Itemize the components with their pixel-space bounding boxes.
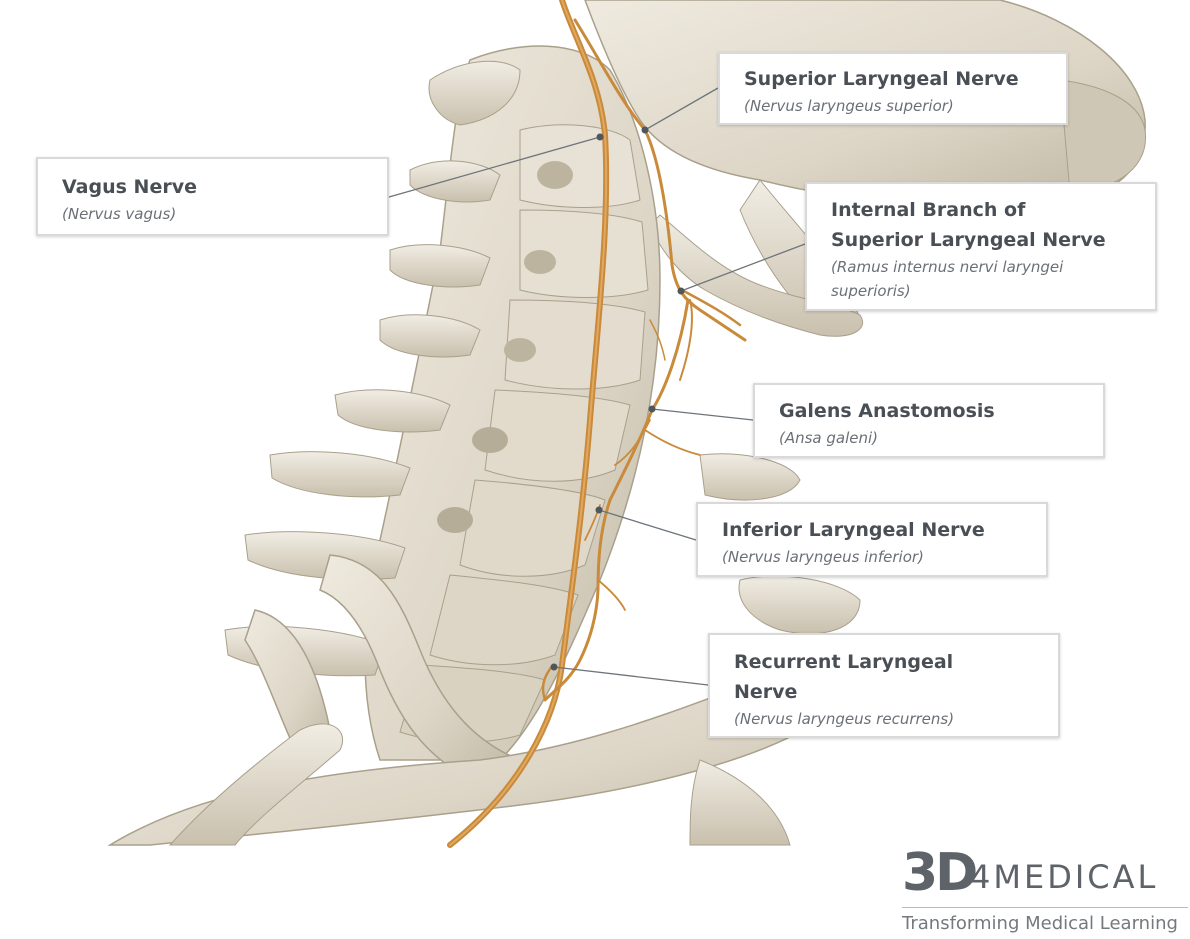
- label-latin-line2: superioris): [831, 282, 911, 300]
- dot-vagus: [596, 133, 604, 141]
- label-title: Vagus Nerve: [62, 176, 197, 198]
- dot-galen: [648, 405, 656, 413]
- label-title: Inferior Laryngeal Nerve: [722, 519, 985, 541]
- logo-mark: 3D: [902, 843, 978, 903]
- superior-laryngeal-path: [573, 18, 747, 342]
- label-latin: (Nervus laryngeus superior): [744, 97, 954, 115]
- label-title: Galens Anastomosis: [779, 400, 995, 422]
- label-title: Superior Laryngeal Nerve: [744, 68, 1019, 90]
- logo-wordmark: 4MEDICAL: [970, 858, 1159, 896]
- dot-internal: [677, 287, 685, 295]
- label-internal-branch: Internal Branch of Superior Laryngeal Ne…: [805, 182, 1157, 311]
- label-title-line2: Superior Laryngeal Nerve: [831, 229, 1106, 251]
- laryngeal-cartilage: [699, 453, 861, 635]
- rib-and-clavicle: [107, 554, 823, 846]
- brand-logo: 3D 4MEDICAL Transforming Medical Learnin…: [900, 843, 1190, 939]
- leader-lines: [388, 87, 806, 686]
- dot-superior: [641, 126, 649, 134]
- leader-superior: [644, 87, 719, 131]
- label-superior-laryngeal-nerve: Superior Laryngeal Nerve (Nervus larynge…: [718, 52, 1068, 125]
- dot-recurrent: [550, 663, 558, 671]
- label-latin: (Nervus laryngeus recurrens): [734, 710, 955, 728]
- label-title-line1: Recurrent Laryngeal: [734, 651, 954, 673]
- leader-recurrent: [553, 666, 709, 686]
- logo-divider: [902, 907, 1188, 908]
- label-latin: (Nervus laryngeus inferior): [722, 548, 924, 566]
- label-title-line2: Nerve: [734, 681, 798, 703]
- label-latin: (Nervus vagus): [62, 205, 177, 223]
- label-galens-anastomosis: Galens Anastomosis (Ansa galeni): [753, 383, 1105, 458]
- dot-inferior: [595, 506, 603, 514]
- leader-vagus: [388, 136, 601, 198]
- leader-galen: [651, 408, 754, 421]
- logo-tagline: Transforming Medical Learning: [902, 913, 1178, 934]
- label-inferior-laryngeal-nerve: Inferior Laryngeal Nerve (Nervus larynge…: [696, 502, 1048, 577]
- leader-inferior: [598, 509, 697, 541]
- nerve-paths: [447, 0, 747, 848]
- label-title-line1: Internal Branch of: [831, 199, 1026, 221]
- label-latin: (Ansa galeni): [779, 429, 879, 447]
- label-latin-line1: (Ramus internus nervi laryngei: [831, 258, 1064, 276]
- cervical-spine: [224, 45, 661, 761]
- label-vagus-nerve: Vagus Nerve (Nervus vagus): [36, 157, 389, 236]
- leader-dots: [550, 126, 685, 671]
- label-recurrent-laryngeal-nerve: Recurrent Laryngeal Nerve (Nervus laryng…: [708, 633, 1060, 738]
- leader-internal: [680, 243, 806, 292]
- inferior-laryngeal-path: [543, 298, 690, 702]
